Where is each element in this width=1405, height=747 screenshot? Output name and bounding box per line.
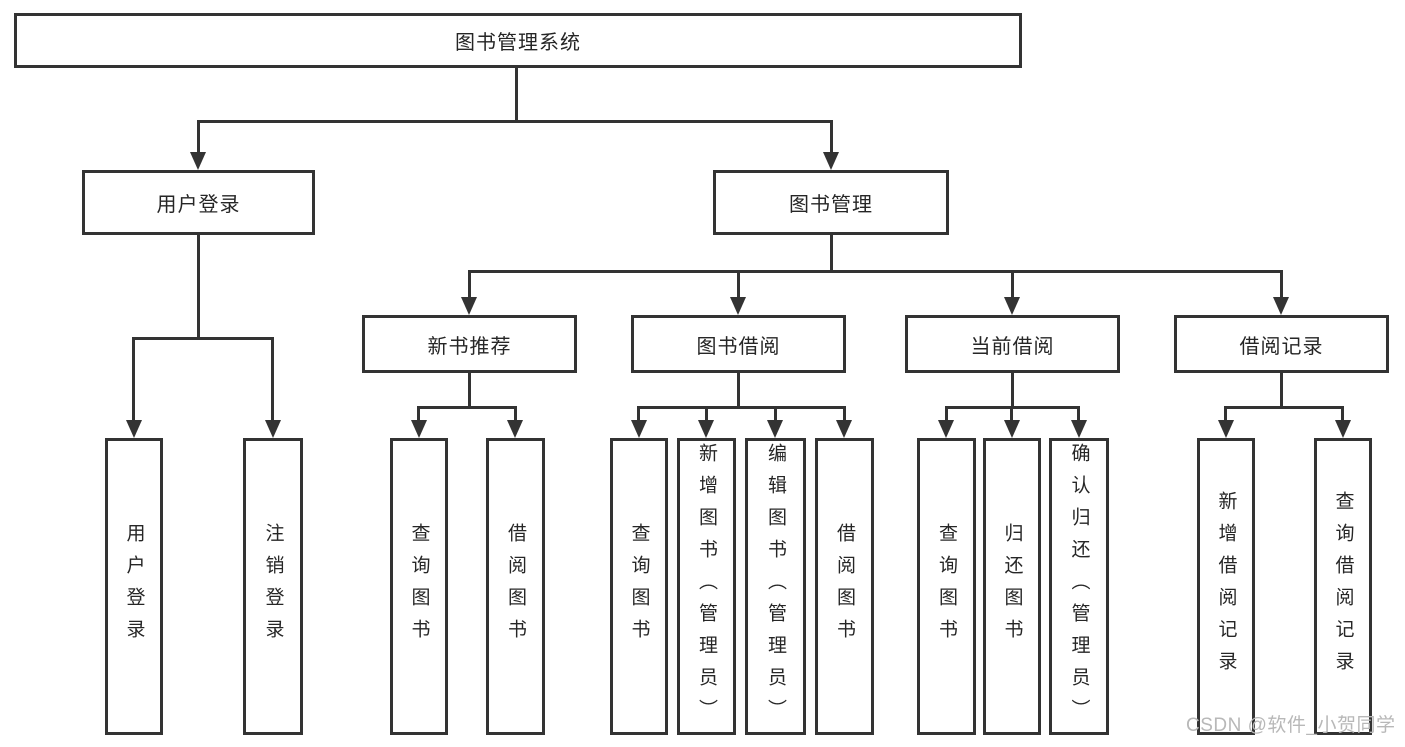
- arrow-down-icon: [507, 420, 523, 438]
- connector-root-drop-left: [197, 120, 200, 153]
- connector-borrowing-drop-4: [843, 406, 846, 420]
- node-current-borrowing: 当前借阅: [905, 315, 1120, 373]
- node-user-login: 用户登录: [82, 170, 315, 235]
- arrow-down-icon: [1218, 420, 1234, 438]
- connector-current-drop-2: [1010, 406, 1013, 420]
- arrow-down-icon: [836, 420, 852, 438]
- connector-root-hline: [197, 120, 833, 123]
- node-borrowing-records: 借阅记录: [1174, 315, 1389, 373]
- connector-borrowing-drop-3: [774, 406, 777, 420]
- leaf-add-books-admin: 新增图书（管理员）: [677, 438, 736, 735]
- connector-root-stem: [515, 68, 518, 120]
- node-label: 图书借阅: [696, 335, 781, 358]
- node-label: 当前借阅: [970, 335, 1055, 358]
- leaf-label: 注销登录: [262, 522, 284, 651]
- leaf-query-books-recommend: 查询图书: [390, 438, 448, 735]
- leaf-query-books-current: 查询图书: [917, 438, 976, 735]
- connector-book-mgmt-drop-2: [737, 270, 740, 297]
- leaf-query-books-borrowing: 查询图书: [610, 438, 668, 735]
- leaf-label: 借阅图书: [834, 522, 855, 651]
- leaf-borrow-books-recommend: 借阅图书: [486, 438, 545, 735]
- arrow-down-icon: [730, 297, 746, 315]
- node-book-borrowing: 图书借阅: [631, 315, 846, 373]
- connector-user-login-stem: [197, 235, 200, 337]
- leaf-return-books: 归还图书: [983, 438, 1041, 735]
- leaf-label: 新增图书（管理员）: [696, 442, 717, 731]
- node-new-book-recommend: 新书推荐: [362, 315, 577, 373]
- leaf-edit-books-admin: 编辑图书（管理员）: [745, 438, 806, 735]
- node-label: 图书管理系统: [455, 32, 581, 54]
- arrow-down-icon: [823, 152, 839, 170]
- node-label: 图书管理: [789, 194, 873, 216]
- node-label: 新书推荐: [427, 335, 512, 358]
- leaf-label: 查询图书: [408, 522, 430, 651]
- csdn-watermark: CSDN @软件_小贺同学: [1186, 715, 1396, 736]
- connector-current-drop-1: [945, 406, 948, 420]
- connector-root-drop-right: [830, 120, 833, 153]
- leaf-label: 编辑图书（管理员）: [765, 442, 786, 731]
- leaf-query-borrow-record: 查询借阅记录: [1314, 438, 1372, 735]
- connector-user-login-drop-2: [271, 337, 274, 420]
- node-library-management-system: 图书管理系统: [14, 13, 1022, 68]
- arrow-down-icon: [265, 420, 281, 438]
- node-book-management: 图书管理: [713, 170, 949, 235]
- arrow-down-icon: [411, 420, 427, 438]
- connector-book-mgmt-drop-4: [1280, 270, 1283, 297]
- leaf-label: 查询图书: [628, 522, 650, 651]
- leaf-label: 查询图书: [936, 522, 957, 651]
- arrow-down-icon: [1071, 420, 1087, 438]
- arrow-down-icon: [938, 420, 954, 438]
- arrow-down-icon: [631, 420, 647, 438]
- connector-new-book-drop-2: [514, 406, 517, 420]
- arrow-down-icon: [461, 297, 477, 315]
- arrow-down-icon: [767, 420, 783, 438]
- leaf-label: 借阅图书: [505, 522, 526, 651]
- connector-new-book-hline: [417, 406, 517, 409]
- connector-book-mgmt-drop-1: [468, 270, 471, 297]
- leaf-label: 新增借阅记录: [1215, 490, 1237, 683]
- leaf-label: 归还图书: [1001, 522, 1023, 651]
- connector-current-stem: [1011, 373, 1014, 406]
- leaf-label: 用户登录: [123, 522, 145, 651]
- connector-book-mgmt-stem: [830, 235, 833, 271]
- arrow-down-icon: [698, 420, 714, 438]
- node-label: 用户登录: [156, 194, 241, 216]
- arrow-down-icon: [126, 420, 142, 438]
- connector-book-mgmt-drop-3: [1011, 270, 1014, 297]
- arrow-down-icon: [1273, 297, 1289, 315]
- leaf-label: 查询借阅记录: [1332, 490, 1354, 683]
- node-label: 借阅记录: [1239, 335, 1324, 358]
- connector-records-drop-1: [1224, 406, 1227, 420]
- connector-borrowing-drop-1: [637, 406, 640, 420]
- leaf-confirm-return-admin: 确认归还（管理员）: [1049, 438, 1109, 735]
- arrow-down-icon: [1004, 420, 1020, 438]
- leaf-borrow-books: 借阅图书: [815, 438, 874, 735]
- leaf-logout: 注销登录: [243, 438, 303, 735]
- connector-book-mgmt-hline: [468, 270, 1283, 273]
- leaf-label: 确认归还（管理员）: [1068, 442, 1090, 731]
- arrow-down-icon: [190, 152, 206, 170]
- arrow-down-icon: [1004, 297, 1020, 315]
- connector-user-login-hline: [132, 337, 274, 340]
- connector-new-book-stem: [468, 373, 471, 406]
- connector-borrowing-hline: [637, 406, 846, 409]
- connector-current-drop-3: [1077, 406, 1080, 420]
- connector-user-login-drop-1: [132, 337, 135, 420]
- connector-new-book-drop-1: [417, 406, 420, 420]
- connector-borrowing-stem: [737, 373, 740, 406]
- connector-records-stem: [1280, 373, 1283, 406]
- arrow-down-icon: [1335, 420, 1351, 438]
- connector-borrowing-drop-2: [705, 406, 708, 420]
- connector-records-hline: [1224, 406, 1344, 409]
- leaf-user-login: 用户登录: [105, 438, 163, 735]
- connector-records-drop-2: [1341, 406, 1344, 420]
- leaf-add-borrow-record: 新增借阅记录: [1197, 438, 1255, 735]
